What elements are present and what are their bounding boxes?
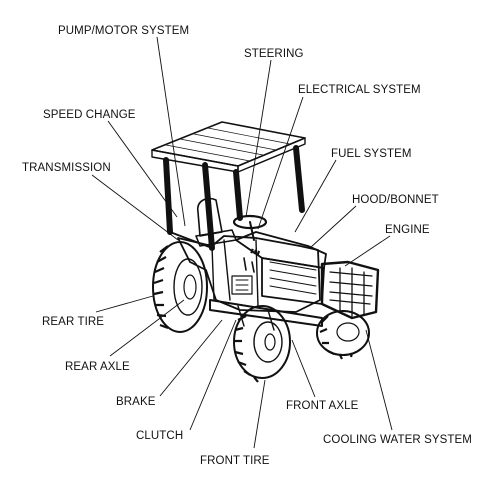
label-steering: STEERING (244, 48, 304, 60)
part-labels: PUMP/MOTOR SYSTEM STEERING ELECTRICAL SY… (22, 25, 472, 467)
leader-steering (245, 59, 272, 218)
label-brake: BRAKE (116, 396, 156, 408)
leader-front-tire (253, 379, 266, 449)
leader-rear-axle (109, 299, 185, 357)
leader-cooling (365, 329, 393, 431)
leader-lines (91, 36, 393, 449)
leader-front-axle (291, 339, 316, 398)
label-rear-axle: REAR AXLE (65, 361, 130, 373)
leader-transmission (91, 174, 179, 241)
front-guard (320, 260, 380, 320)
hood-badge: ▮▮▮ (249, 248, 260, 257)
undercarriage (209, 299, 323, 331)
rear-tire-graphic (152, 241, 208, 333)
label-cooling-water-system: COOLING WATER SYSTEM (323, 434, 472, 446)
label-engine: ENGINE (385, 224, 430, 236)
label-front-axle: FRONT AXLE (286, 400, 359, 412)
leader-engine (344, 235, 391, 267)
leader-rear-tire (95, 295, 154, 313)
label-pump-motor-system: PUMP/MOTOR SYSTEM (58, 25, 189, 37)
canopy (151, 121, 306, 173)
leader-clutch (189, 319, 237, 431)
tractor-body (177, 235, 321, 313)
leader-hood (309, 205, 357, 249)
label-front-tire: FRONT TIRE (200, 455, 270, 467)
label-clutch: CLUTCH (136, 430, 183, 442)
leader-fuel (294, 159, 337, 233)
label-hood-bonnet: HOOD/BONNET (352, 194, 439, 206)
leader-electrical (257, 96, 304, 230)
label-transmission: TRANSMISSION (22, 162, 111, 174)
label-speed-change: SPEED CHANGE (43, 109, 136, 121)
label-electrical-system: ELECTRICAL SYSTEM (298, 84, 421, 96)
label-fuel-system: FUEL SYSTEM (331, 148, 412, 160)
front-tire-right-graphic (316, 310, 370, 360)
leader-brake (159, 319, 223, 397)
seat (195, 197, 237, 247)
label-rear-tire: REAR TIRE (42, 316, 104, 328)
leader-speed-change (107, 120, 178, 218)
front-tire-left-graphic (233, 305, 291, 383)
leader-pump-motor (156, 36, 186, 227)
rops-frame (163, 145, 305, 251)
tractor-illustration: ▮▮▮ (151, 121, 380, 383)
